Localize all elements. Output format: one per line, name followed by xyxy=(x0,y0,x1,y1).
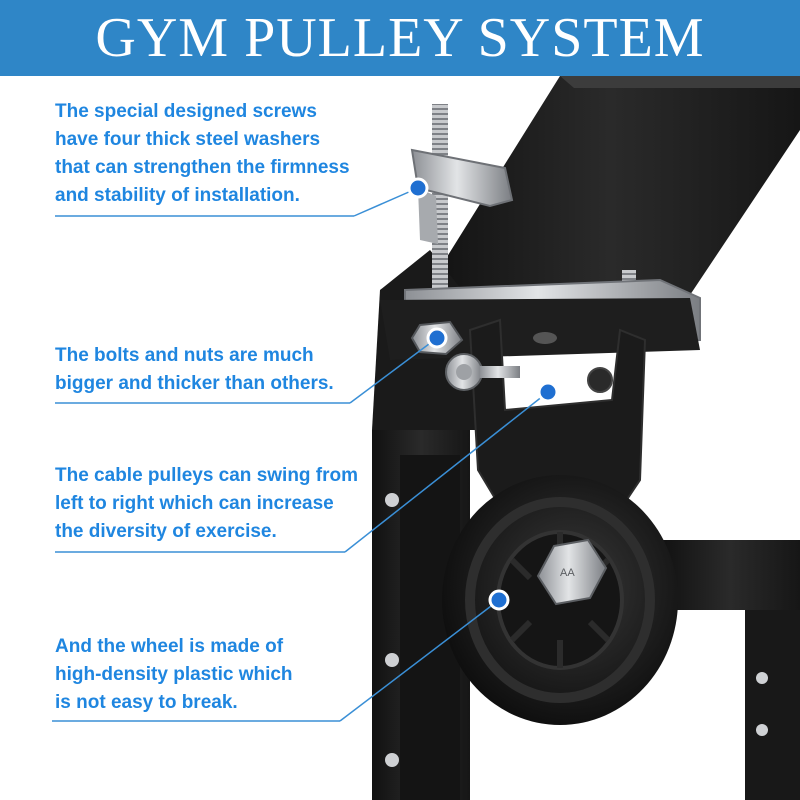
callout-text-line: and stability of installation. xyxy=(55,185,300,206)
callout-wheel: And the wheel is made of high-density pl… xyxy=(55,633,293,717)
hex-axle-bolt xyxy=(536,538,608,606)
title-banner: GYM PULLEY SYSTEM xyxy=(0,0,800,76)
callout-markers xyxy=(407,177,559,611)
right-frame-post xyxy=(745,610,800,800)
bolt-marking: AA xyxy=(560,567,575,579)
callout-text-line: that can strengthen the firmness xyxy=(55,157,350,178)
page-title: GYM PULLEY SYSTEM xyxy=(95,7,705,69)
callout-text-line: the diversity of exercise. xyxy=(55,521,277,542)
callout-text-line: left to right which can increase xyxy=(55,493,334,514)
callout-text-line: The bolts and nuts are much xyxy=(55,345,314,366)
marker-bracket xyxy=(537,381,559,403)
pulley-photo: AA xyxy=(52,76,800,800)
callout-text-line: The special designed screws xyxy=(55,101,317,122)
callout-text-line: high-density plastic which xyxy=(55,664,293,685)
callout-text-line: is not easy to break. xyxy=(55,692,238,713)
callout-screws: The special designed screws have four th… xyxy=(55,98,350,210)
callout-bolts: The bolts and nuts are much bigger and t… xyxy=(55,342,334,398)
callout-text-line: The cable pulleys can swing from xyxy=(55,465,359,486)
marker-wheel xyxy=(488,589,510,611)
callout-text-line: bigger and thicker than others. xyxy=(55,373,334,394)
right-frame-bar xyxy=(660,540,800,610)
marker-bolt xyxy=(426,327,448,349)
callout-text-line: And the wheel is made of xyxy=(55,636,284,657)
callout-swing: The cable pulleys can swing from left to… xyxy=(55,462,358,546)
marker-clamp xyxy=(407,177,429,199)
callout-text-line: have four thick steel washers xyxy=(55,129,321,150)
top-frame-beam xyxy=(420,76,800,340)
